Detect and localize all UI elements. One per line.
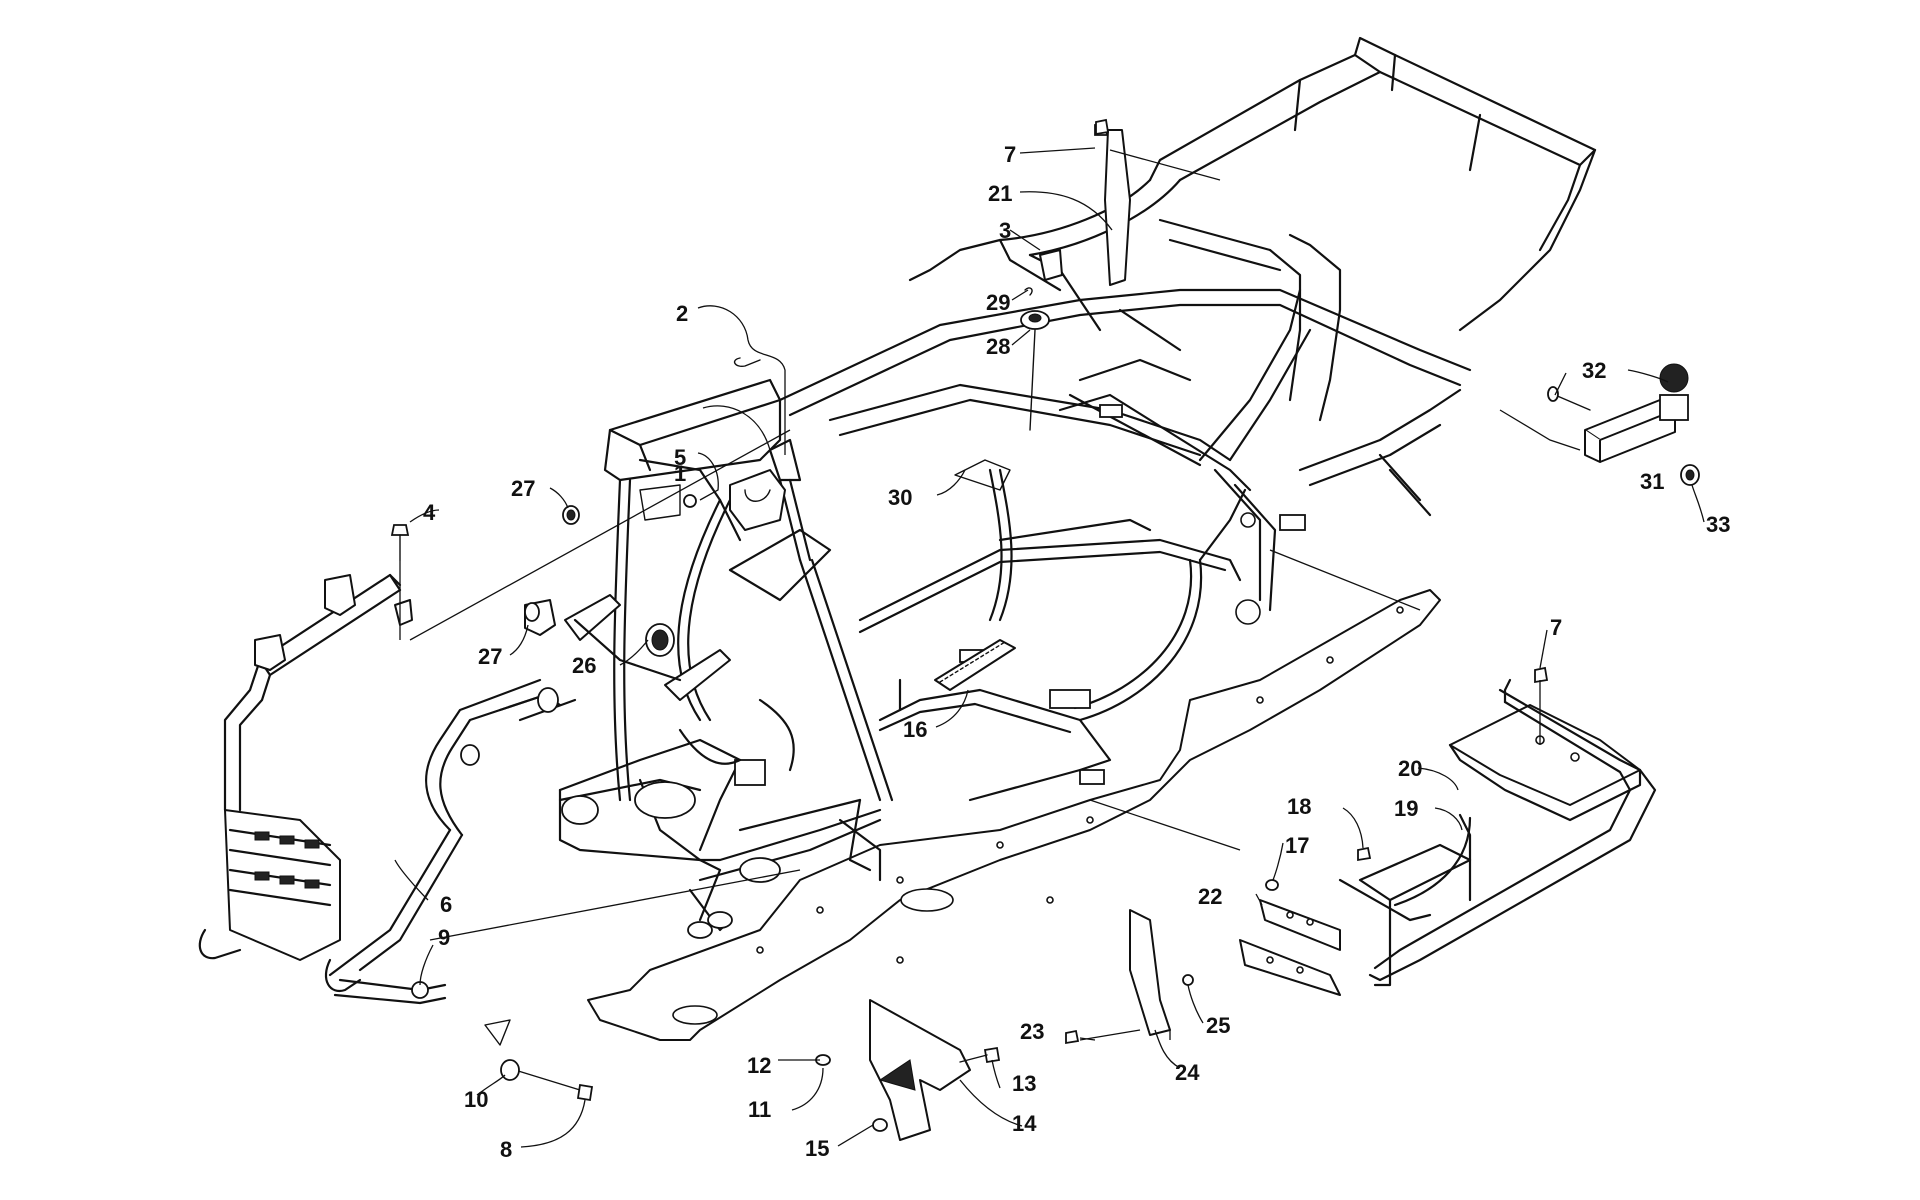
callout-31: 31	[1640, 469, 1664, 494]
callout-19: 19	[1394, 796, 1418, 821]
callout-33: 33	[1706, 512, 1730, 537]
callout-13: 13	[1012, 1071, 1036, 1096]
callout-3: 3	[999, 218, 1011, 243]
callout-12: 12	[747, 1053, 771, 1078]
callout-16: 16	[903, 717, 927, 742]
callout-5: 5	[674, 445, 686, 470]
rear-footrest-rack	[1338, 678, 1657, 987]
parts	[390, 118, 1700, 1141]
callout-1: 1	[674, 461, 686, 486]
callout-27-upper: 27	[511, 476, 535, 501]
front-frame	[558, 378, 894, 939]
callout-7-top: 7	[1004, 142, 1016, 167]
callout-2: 2	[676, 301, 688, 326]
callout-9: 9	[438, 925, 450, 950]
callout-23: 23	[1020, 1019, 1044, 1044]
callout-29: 29	[986, 290, 1010, 315]
callout-15: 15	[805, 1136, 829, 1161]
callout-18: 18	[1287, 794, 1311, 819]
skid-plate	[587, 589, 1441, 1041]
callout-17: 17	[1285, 833, 1309, 858]
callout-20: 20	[1398, 756, 1422, 781]
callout-32: 32	[1582, 358, 1606, 383]
callout-6: 6	[440, 892, 452, 917]
callout-14: 14	[1012, 1111, 1037, 1136]
callout-10: 10	[464, 1087, 488, 1112]
callout-28: 28	[986, 334, 1010, 359]
callout-4: 4	[423, 500, 436, 525]
callout-7-right: 7	[1550, 615, 1562, 640]
main-frame	[778, 36, 1597, 802]
callout-26: 26	[572, 653, 596, 678]
callout-8: 8	[500, 1137, 512, 1162]
callout-30: 30	[888, 485, 912, 510]
callout-labels: 1 2 3 4 5 6 7 7 8 9 10 11 12 13 14 15 16…	[423, 142, 1730, 1162]
front-bumper	[198, 573, 577, 1005]
callout-11: 11	[748, 1097, 771, 1122]
callout-22: 22	[1198, 884, 1222, 909]
callout-27-lower: 27	[478, 644, 502, 669]
callout-25: 25	[1206, 1013, 1230, 1038]
callout-24: 24	[1175, 1060, 1200, 1085]
leader-lines	[394, 147, 1705, 1148]
callout-21: 21	[988, 181, 1012, 206]
